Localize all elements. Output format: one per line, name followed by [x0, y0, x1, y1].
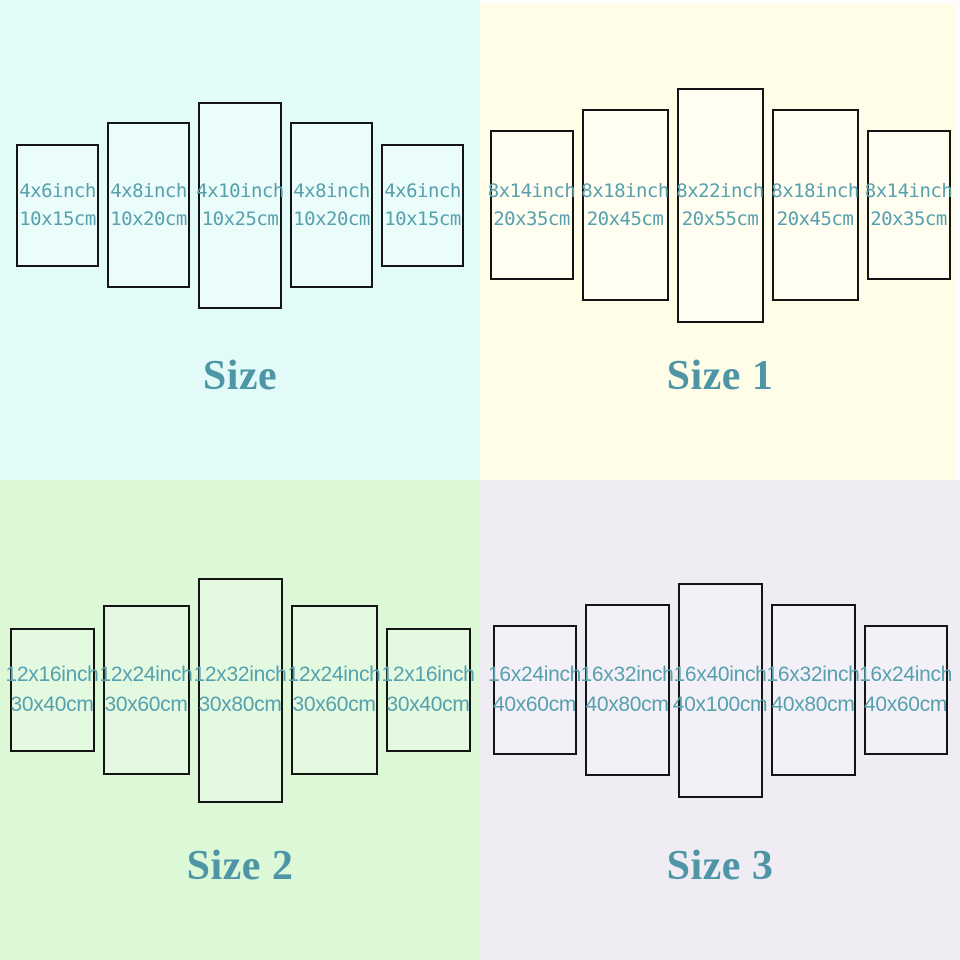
size-inch-label: 12x16inch — [381, 663, 475, 686]
canvas-panel: 16x32inch 40x80cm — [580, 604, 674, 776]
size-inch-label: 8x18inch — [581, 180, 669, 202]
size-cm-label: 20x55cm — [681, 208, 759, 230]
size-cm-label: 30x40cm — [386, 693, 470, 716]
size-chart-quadrant-size3: 16x24inch 40x60cm 16x32inch 40x80cm 16x4… — [480, 480, 960, 960]
canvas-panel: 16x40inch 40x100cm — [673, 582, 768, 798]
size-inch-label: 16x24inch — [487, 663, 582, 686]
size-cm-label: 10x15cm — [384, 208, 461, 230]
canvas-panel: 4x6inch 10x15cm — [16, 143, 99, 267]
size-inch-label: 16x40inch — [673, 663, 767, 686]
canvas-panel: 8x18inch 20x45cm — [581, 109, 669, 301]
size-cm-label: 30x60cm — [292, 693, 376, 716]
size-inch-label: 16x32inch — [580, 663, 674, 686]
size-inch-label: 12x24inch — [99, 663, 193, 686]
quadrant-title: Size 3 — [666, 843, 774, 889]
panel-row: 8x14inch 20x35cm 8x18inch 20x45cm 8x22in… — [480, 0, 960, 410]
canvas-panel: 8x22inch 20x55cm — [676, 87, 764, 323]
size-cm-label: 40x80cm — [771, 693, 855, 716]
canvas-panel: 4x6inch 10x15cm — [381, 143, 464, 267]
canvas-panel: 8x14inch 20x35cm — [487, 130, 576, 280]
size-inch-label: 4x6inch — [384, 180, 461, 202]
size-inch-label: 8x14inch — [864, 180, 953, 202]
size-cm-label: 30x60cm — [104, 693, 188, 716]
canvas-panel: 12x24inch 30x60cm — [287, 605, 381, 775]
canvas-panel: 4x8inch 10x20cm — [290, 122, 373, 288]
panel-row: 12x16inch 30x40cm 12x24inch 30x60cm 12x3… — [0, 480, 480, 900]
canvas-panel: 8x18inch 20x45cm — [771, 109, 859, 301]
canvas-panel: 4x8inch 10x20cm — [107, 122, 190, 288]
size-inch-label: 12x24inch — [287, 663, 381, 686]
size-chart-quadrant-size: 4x6inch 10x15cm 4x8inch 10x20cm 4x10inch… — [0, 0, 480, 480]
panel-row: 16x24inch 40x60cm 16x32inch 40x80cm 16x4… — [480, 480, 960, 900]
panel-row: 4x6inch 10x15cm 4x8inch 10x20cm 4x10inch… — [0, 0, 480, 410]
size-cm-label: 20x45cm — [776, 208, 854, 230]
size-inch-label: 8x18inch — [771, 180, 859, 202]
size-cm-label: 40x100cm — [672, 693, 768, 716]
size-cm-label: 10x25cm — [201, 208, 279, 230]
size-inch-label: 4x8inch — [293, 180, 370, 202]
size-inch-label: 16x32inch — [766, 663, 860, 686]
size-chart-quadrant-size1: 8x14inch 20x35cm 8x18inch 20x45cm 8x22in… — [480, 0, 960, 480]
size-cm-label: 10x20cm — [293, 208, 370, 230]
canvas-panel: 12x32inch 30x80cm — [193, 577, 287, 803]
size-inch-label: 16x24inch — [858, 663, 953, 686]
canvas-panel: 12x16inch 30x40cm — [5, 628, 99, 752]
size-cm-label: 30x40cm — [10, 693, 94, 716]
size-inch-label: 8x14inch — [487, 180, 576, 202]
size-cm-label: 20x45cm — [586, 208, 664, 230]
size-inch-label: 8x22inch — [676, 180, 764, 202]
size-chart-quadrant-size2: 12x16inch 30x40cm 12x24inch 30x60cm 12x3… — [0, 480, 480, 960]
quadrant-title: Size 2 — [186, 843, 294, 889]
size-cm-label: 20x35cm — [493, 208, 570, 230]
canvas-panel: 16x32inch 40x80cm — [766, 604, 860, 776]
quadrant-title: Size 1 — [666, 353, 774, 399]
canvas-panel: 16x24inch 40x60cm — [488, 625, 581, 755]
size-cm-label: 30x80cm — [198, 693, 282, 716]
size-cm-label: 10x15cm — [19, 208, 96, 230]
quadrant-title: Size — [202, 353, 278, 399]
size-cm-label: 40x60cm — [492, 693, 577, 716]
size-cm-label: 40x60cm — [863, 693, 948, 716]
size-inch-label: 4x6inch — [19, 180, 96, 202]
size-cm-label: 10x20cm — [110, 208, 187, 230]
canvas-panel: 8x14inch 20x35cm — [864, 130, 953, 280]
canvas-panel: 16x24inch 40x60cm — [859, 625, 952, 755]
size-cm-label: 40x80cm — [585, 693, 669, 716]
size-inch-label: 4x10inch — [196, 180, 284, 202]
size-inch-label: 12x32inch — [193, 663, 287, 686]
canvas-panel: 12x16inch 30x40cm — [381, 628, 475, 752]
canvas-panel: 4x10inch 10x25cm — [196, 101, 284, 309]
size-inch-label: 4x8inch — [110, 180, 187, 202]
size-inch-label: 12x16inch — [5, 663, 99, 686]
size-cm-label: 20x35cm — [870, 208, 947, 230]
canvas-panel: 12x24inch 30x60cm — [99, 605, 193, 775]
